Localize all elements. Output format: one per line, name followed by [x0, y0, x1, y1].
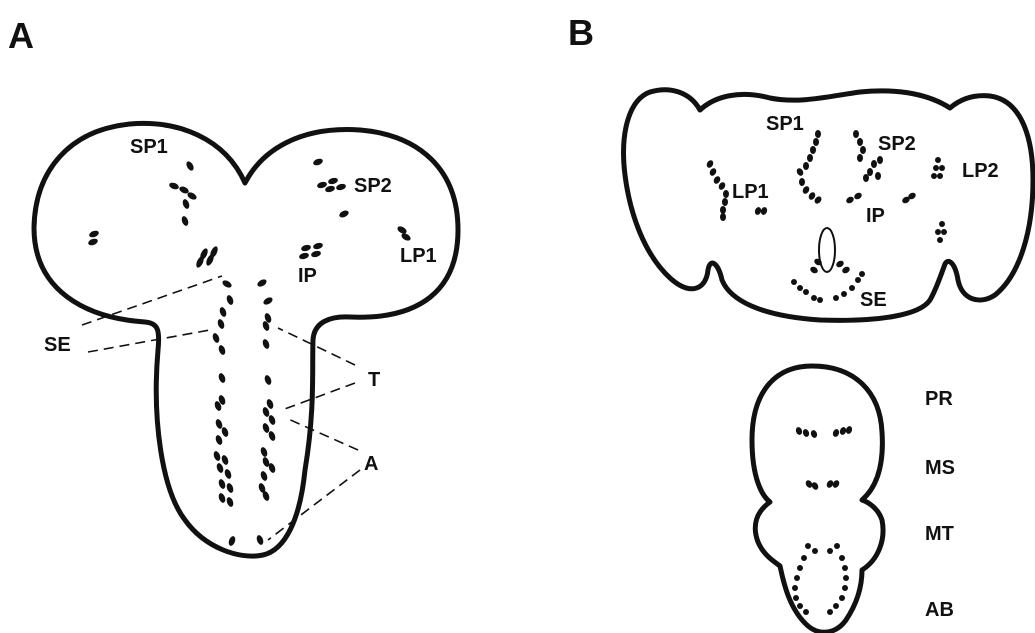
- panel-b-vnc-cell-clusters: [792, 425, 853, 615]
- vnc-right-column: [255, 278, 276, 546]
- lp1-cluster: [396, 225, 412, 242]
- label-ip: IP: [298, 265, 317, 287]
- label-sp2: SP2: [354, 175, 392, 197]
- esophageal-foramen: [819, 228, 835, 272]
- b-ip-cluster: [845, 191, 917, 204]
- label-a: A: [364, 453, 378, 475]
- panel-b-brain-cell-clusters: [705, 130, 947, 303]
- b-label-se: SE: [860, 289, 887, 311]
- b-lateral-ventral-cluster: [935, 221, 947, 243]
- panel-b: B: [568, 12, 1033, 632]
- b-label-lp1: LP1: [732, 181, 769, 203]
- b-label-sp2: SP2: [878, 133, 916, 155]
- b-label-lp2: LP2: [962, 160, 999, 182]
- panel-b-vnc-outline: [752, 366, 883, 632]
- left-lateral-cluster: [87, 229, 99, 246]
- label-pr: PR: [925, 388, 953, 410]
- panel-a: A: [8, 15, 458, 556]
- panel-a-cell-clusters: [87, 157, 412, 546]
- label-ab: AB: [925, 599, 954, 621]
- se-leader-line-upper: [82, 276, 222, 325]
- a-leader-line-upper: [286, 418, 358, 450]
- panel-b-letter: B: [568, 12, 594, 53]
- b-se-cluster: [791, 257, 865, 303]
- t-leader-line-lower: [282, 383, 355, 410]
- b-label-ip: IP: [866, 205, 885, 227]
- sp1-cluster: [168, 160, 198, 227]
- ab-cluster: [792, 543, 849, 615]
- vnc-left-column: [211, 279, 236, 547]
- b-lp2-cluster: [931, 157, 945, 179]
- label-t: T: [368, 369, 380, 391]
- label-lp1: LP1: [400, 245, 437, 267]
- a-leader-line-lower: [268, 470, 360, 540]
- panel-a-letter: A: [8, 15, 34, 56]
- panel-a-cns-outline: [34, 123, 458, 556]
- label-mt: MT: [925, 523, 954, 545]
- medial-brain-cluster: [195, 245, 220, 268]
- sp2-cluster: [312, 157, 350, 218]
- se-leader-line-lower: [88, 330, 210, 352]
- panel-b-brain-outline: [624, 90, 1033, 321]
- b-sp1-cluster: [795, 130, 822, 205]
- label-se: SE: [44, 334, 71, 356]
- b-label-sp1: SP1: [766, 113, 804, 135]
- label-sp1: SP1: [130, 136, 168, 158]
- label-ms: MS: [925, 457, 955, 479]
- ip-cluster: [298, 242, 323, 260]
- ms-cluster: [804, 479, 840, 491]
- pr-cluster: [795, 425, 853, 439]
